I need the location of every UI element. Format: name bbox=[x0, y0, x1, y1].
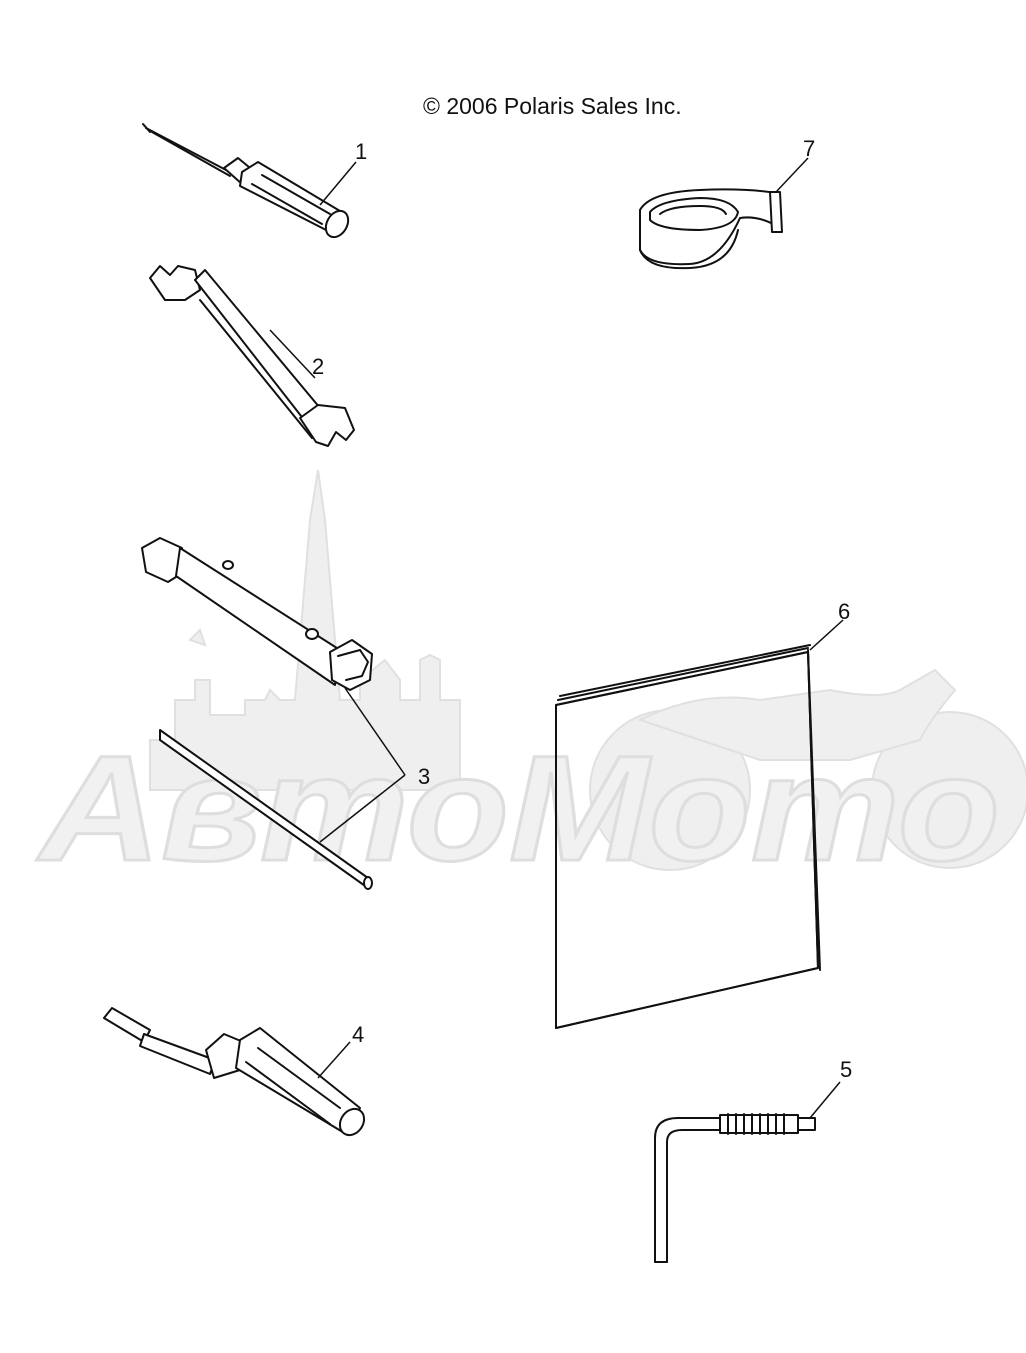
leader-line-3a bbox=[344, 687, 406, 776]
part-label-4: 4 bbox=[352, 1022, 364, 1047]
part-label-7: 7 bbox=[803, 136, 815, 161]
hex-key-icon bbox=[654, 1113, 816, 1263]
tool-bag-strap-icon bbox=[639, 188, 783, 270]
part-3-socket-wrench: 3 bbox=[141, 537, 430, 890]
part-2-wrench: 2 bbox=[149, 265, 355, 447]
leader-line-2 bbox=[269, 329, 316, 379]
part-6-manual: 6 bbox=[555, 599, 850, 1029]
tommy-bar-icon bbox=[159, 729, 373, 890]
watermark-brand: АвтоМото bbox=[36, 724, 1000, 892]
watermark-motorcycle-icon bbox=[589, 668, 1026, 871]
part-label-6: 6 bbox=[838, 599, 850, 624]
open-end-wrench-icon bbox=[149, 265, 355, 447]
watermark: АвтоМото bbox=[34, 469, 1026, 894]
leader-line-1 bbox=[319, 161, 357, 206]
part-label-1: 1 bbox=[355, 139, 367, 164]
part-label-3: 3 bbox=[418, 764, 430, 789]
leader-line-4 bbox=[317, 1041, 351, 1079]
leader-line-6 bbox=[809, 619, 844, 651]
part-label-5: 5 bbox=[840, 1057, 852, 1082]
part-7-strap: 7 bbox=[639, 136, 815, 270]
part-4-screwdriver: 4 bbox=[103, 1007, 366, 1137]
part-label-2: 2 bbox=[312, 354, 324, 379]
leader-line-7 bbox=[775, 157, 809, 193]
spark-plug-socket-wrench-icon bbox=[141, 537, 373, 691]
copyright: © 2006 Polaris Sales Inc. bbox=[423, 93, 682, 119]
owners-manual-icon bbox=[555, 644, 821, 1029]
screwdriver-icon bbox=[142, 123, 350, 239]
part-5-hex-key: 5 bbox=[654, 1057, 852, 1263]
leader-line-3b bbox=[319, 774, 406, 843]
leader-line-5 bbox=[809, 1081, 841, 1119]
screwdriver-reversible-icon bbox=[103, 1007, 366, 1137]
part-1-screwdriver: 1 bbox=[142, 123, 367, 239]
